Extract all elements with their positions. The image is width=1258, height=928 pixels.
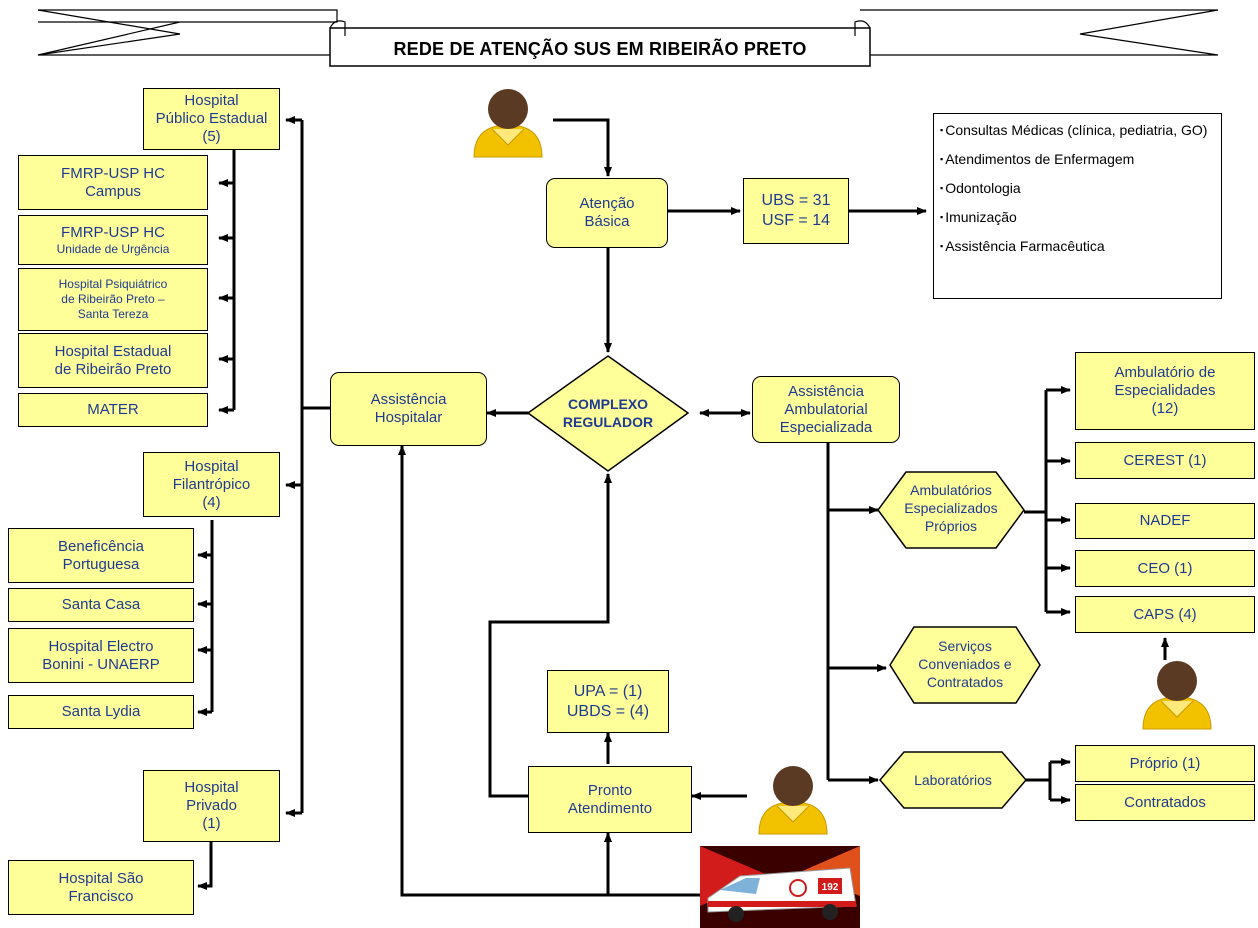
page-title: REDE DE ATENÇÃO SUS EM RIBEIRÃO PRETO — [393, 38, 807, 59]
publico-item: FMRP-USP HC Unidade de Urgência — [18, 215, 208, 265]
ubs-usf-box: UBS = 31 USF = 14 — [743, 178, 849, 244]
publico-item: MATER — [18, 393, 208, 427]
ambulatorios-proprios-node: Ambulatórios Especializados Próprios — [877, 471, 1025, 549]
proprios-item: CEREST (1) — [1075, 442, 1255, 479]
proprios-item: CAPS (4) — [1075, 596, 1255, 633]
servicos-line-1: Serviços — [938, 638, 992, 654]
servicos-conveniados-node: Serviços Conveniados e Contratados — [889, 626, 1041, 704]
filantropico-item: Santa Lydia — [8, 695, 194, 729]
laboratorios-label: Laboratórios — [914, 772, 992, 788]
publico-item: Hospital Psiquiátrico de Ribeirão Preto … — [18, 268, 208, 331]
publico-item-subtitle: Unidade de Urgência — [56, 241, 170, 256]
publico-item-title: FMRP-USP HC — [61, 223, 165, 241]
service-item: Odontologia — [940, 180, 1215, 199]
servicos-line-3: Contratados — [927, 674, 1003, 690]
hospital-privado-box: Hospital Privado (1) — [143, 770, 280, 842]
proprios-item: CEO (1) — [1075, 550, 1255, 587]
amb-proprios-line-2: Especializados — [904, 500, 997, 516]
atencao-basica-box: Atenção Básica — [546, 178, 668, 248]
person-icon — [473, 89, 543, 158]
title-banner — [37, 9, 1219, 67]
service-item: Consultas Médicas (clínica, pediatria, G… — [940, 122, 1215, 141]
service-item: Imunização — [940, 209, 1215, 228]
filantropico-item: Hospital Electro Bonini - UNAERP — [8, 628, 194, 683]
proprios-item: Ambulatório de Especialidades (12) — [1075, 352, 1255, 430]
filantropico-item: Beneficência Portuguesa — [8, 528, 194, 583]
assistencia-ambulatorial-box: Assistência Ambulatorial Especializada — [752, 376, 900, 443]
service-item: Assistência Farmacêutica — [940, 238, 1215, 257]
amb-proprios-line-3: Próprios — [925, 518, 977, 534]
proprios-item: NADEF — [1075, 503, 1255, 539]
hospital-publico-box: Hospital Público Estadual (5) — [143, 88, 280, 150]
pronto-atendimento-box: Pronto Atendimento — [528, 766, 692, 833]
amb-proprios-line-1: Ambulatórios — [910, 482, 992, 498]
service-item: Atendimentos de Enfermagem — [940, 151, 1215, 170]
ambulance-badge: 192 — [822, 882, 839, 893]
complexo-regulador-node: COMPLEXO REGULADOR — [526, 355, 690, 472]
ambulance-icon: 192 — [700, 846, 860, 928]
complexo-label-1: COMPLEXO — [568, 396, 648, 412]
lab-item: Próprio (1) — [1075, 745, 1255, 782]
upa-ubds-box: UPA = (1) UBDS = (4) — [547, 670, 669, 733]
privado-item: Hospital São Francisco — [8, 860, 194, 915]
person-icon — [1142, 661, 1212, 730]
publico-item: Hospital Estadual de Ribeirão Preto — [18, 333, 208, 388]
lab-item: Contratados — [1075, 784, 1255, 821]
services-list: Consultas Médicas (clínica, pediatria, G… — [933, 113, 1222, 299]
complexo-label-2: REGULADOR — [563, 414, 653, 430]
connectors — [197, 116, 1169, 897]
assistencia-hospitalar-box: Assistência Hospitalar — [330, 372, 487, 446]
filantropico-item: Santa Casa — [8, 588, 194, 622]
servicos-line-2: Conveniados e — [918, 656, 1012, 672]
publico-item: FMRP-USP HC Campus — [18, 155, 208, 210]
person-icon — [758, 766, 828, 835]
hospital-filantropico-box: Hospital Filantrópico (4) — [143, 452, 280, 517]
laboratorios-node: Laboratórios — [879, 751, 1027, 809]
